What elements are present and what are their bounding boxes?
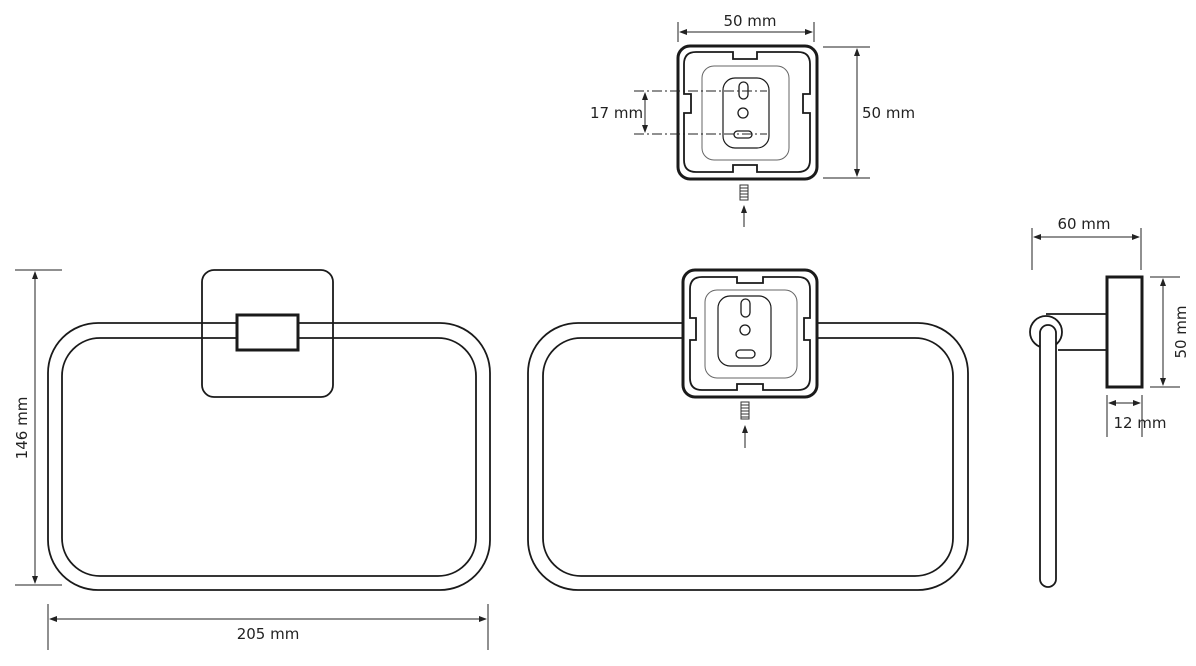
plate-view: 17 mm 50 mm 50 mm [590,12,915,227]
mounting-view [527,268,969,591]
label-plate-thickness: 12 mm [1113,414,1166,432]
front-view: 146 mm 205 mm [13,269,491,650]
label-width-total: 205 mm [237,625,300,643]
mounting-plate [681,268,819,399]
label-depth: 60 mm [1057,215,1110,233]
label-hole-spacing: 17 mm [590,104,643,122]
label-plate-height: 50 mm [862,104,915,122]
label-side-plate-height: 50 mm [1172,305,1190,358]
label-height-total: 146 mm [13,397,31,460]
screw-icon [739,184,749,201]
bar-clamp [235,313,300,352]
side-plate [1105,275,1144,389]
wall-plate [201,269,334,398]
label-plate-width: 50 mm [723,12,776,30]
side-view: 60 mm 50 mm 12 mm [1029,215,1190,588]
